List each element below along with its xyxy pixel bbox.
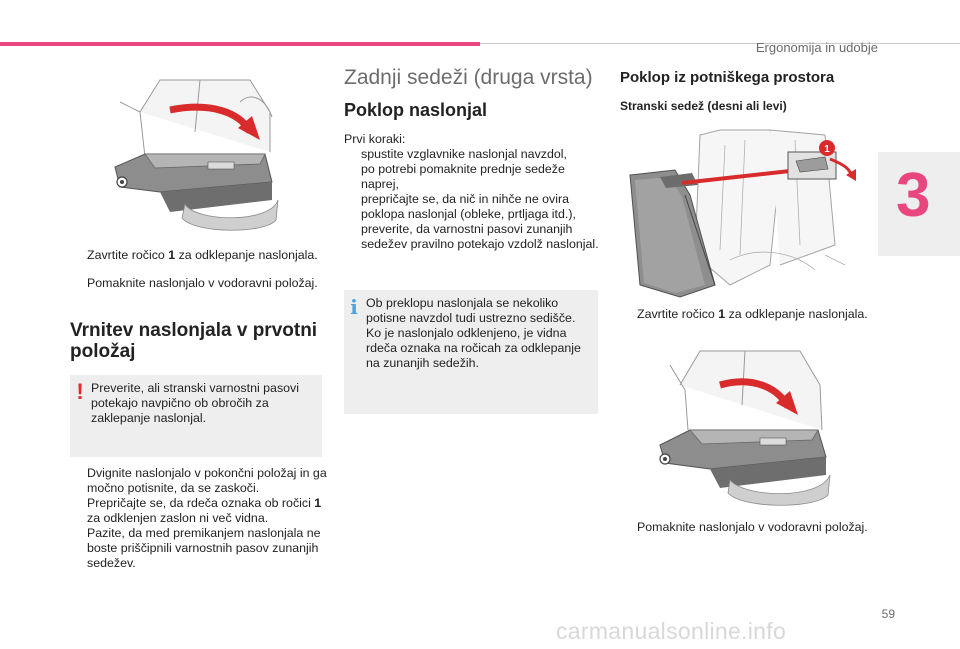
list-item: preverite, da varnostni pasovi zunanjih …	[361, 222, 599, 251]
col3-step1: Zavrtite ročico 1 za odklepanje naslonja…	[637, 307, 868, 321]
col1-step1: Zavrtite ročico 1 za odklepanje naslonja…	[87, 248, 318, 262]
callout-number: 1	[824, 144, 830, 155]
warning-text: Preverite, ali stranski varnostni pasovi…	[91, 381, 299, 425]
info-text: Ob preklopu naslonjala se nekoliko potis…	[366, 296, 581, 370]
warning-box: ! Preverite, ali stranski varnostni paso…	[70, 375, 322, 457]
header-rule	[480, 43, 960, 44]
warning-icon: !	[76, 379, 84, 404]
list-item: Prepričajte se, da rdeča oznaka ob ročic…	[87, 496, 322, 525]
col1-step2: Pomaknite naslonjalo v vodoravni položaj…	[87, 276, 318, 290]
col2-steps: Prvi koraki: spustite vzglavnike naslonj…	[344, 132, 600, 252]
list-item: po potrebi pomaknite prednje sedeže napr…	[361, 162, 565, 191]
header-accent-bar	[0, 42, 480, 46]
seat-fold-illustration-2	[659, 350, 831, 506]
page-number: 59	[881, 607, 895, 621]
section-title: Ergonomija in udobje	[755, 40, 878, 55]
return-backrest-heading: Vrnitev naslonjala v prvotni položaj	[70, 320, 318, 362]
seat-fold-illustration-1	[114, 79, 279, 231]
fold-backrests-subtitle: Poklop naslonjal	[344, 100, 488, 120]
seat-lever-illustration: 1	[629, 129, 856, 298]
side-seat-subheading: Stranski sedež (desni ali levi)	[620, 99, 787, 113]
chapter-number: 3	[896, 161, 931, 230]
info-box: i Ob preklopu naslonjala se nekoliko pot…	[344, 290, 598, 414]
col3-step2: Pomaknite naslonjalo v vodoravni položaj…	[637, 520, 868, 534]
chapter-tab	[878, 152, 960, 256]
fold-from-cabin-heading: Poklop iz potniškega prostora	[620, 69, 835, 86]
intro-text: Prvi koraki:	[344, 132, 406, 146]
list-item: prepričajte se, da nič in nihče ne ovira…	[361, 192, 576, 221]
watermark: carmanualsonline.info	[556, 618, 787, 644]
list-item: spustite vzglavnike naslonjal navzdol,	[361, 147, 567, 161]
list-item: Dvignite naslonjalo v pokončni položaj i…	[87, 466, 327, 495]
rear-seats-title: Zadnji sedeži (druga vrsta)	[344, 66, 593, 89]
col1-steps: Dvignite naslonjalo v pokončni položaj i…	[70, 466, 328, 571]
info-icon: i	[350, 295, 358, 319]
list-item: Pazite, da med premikanjem naslonjala ne…	[87, 526, 321, 570]
